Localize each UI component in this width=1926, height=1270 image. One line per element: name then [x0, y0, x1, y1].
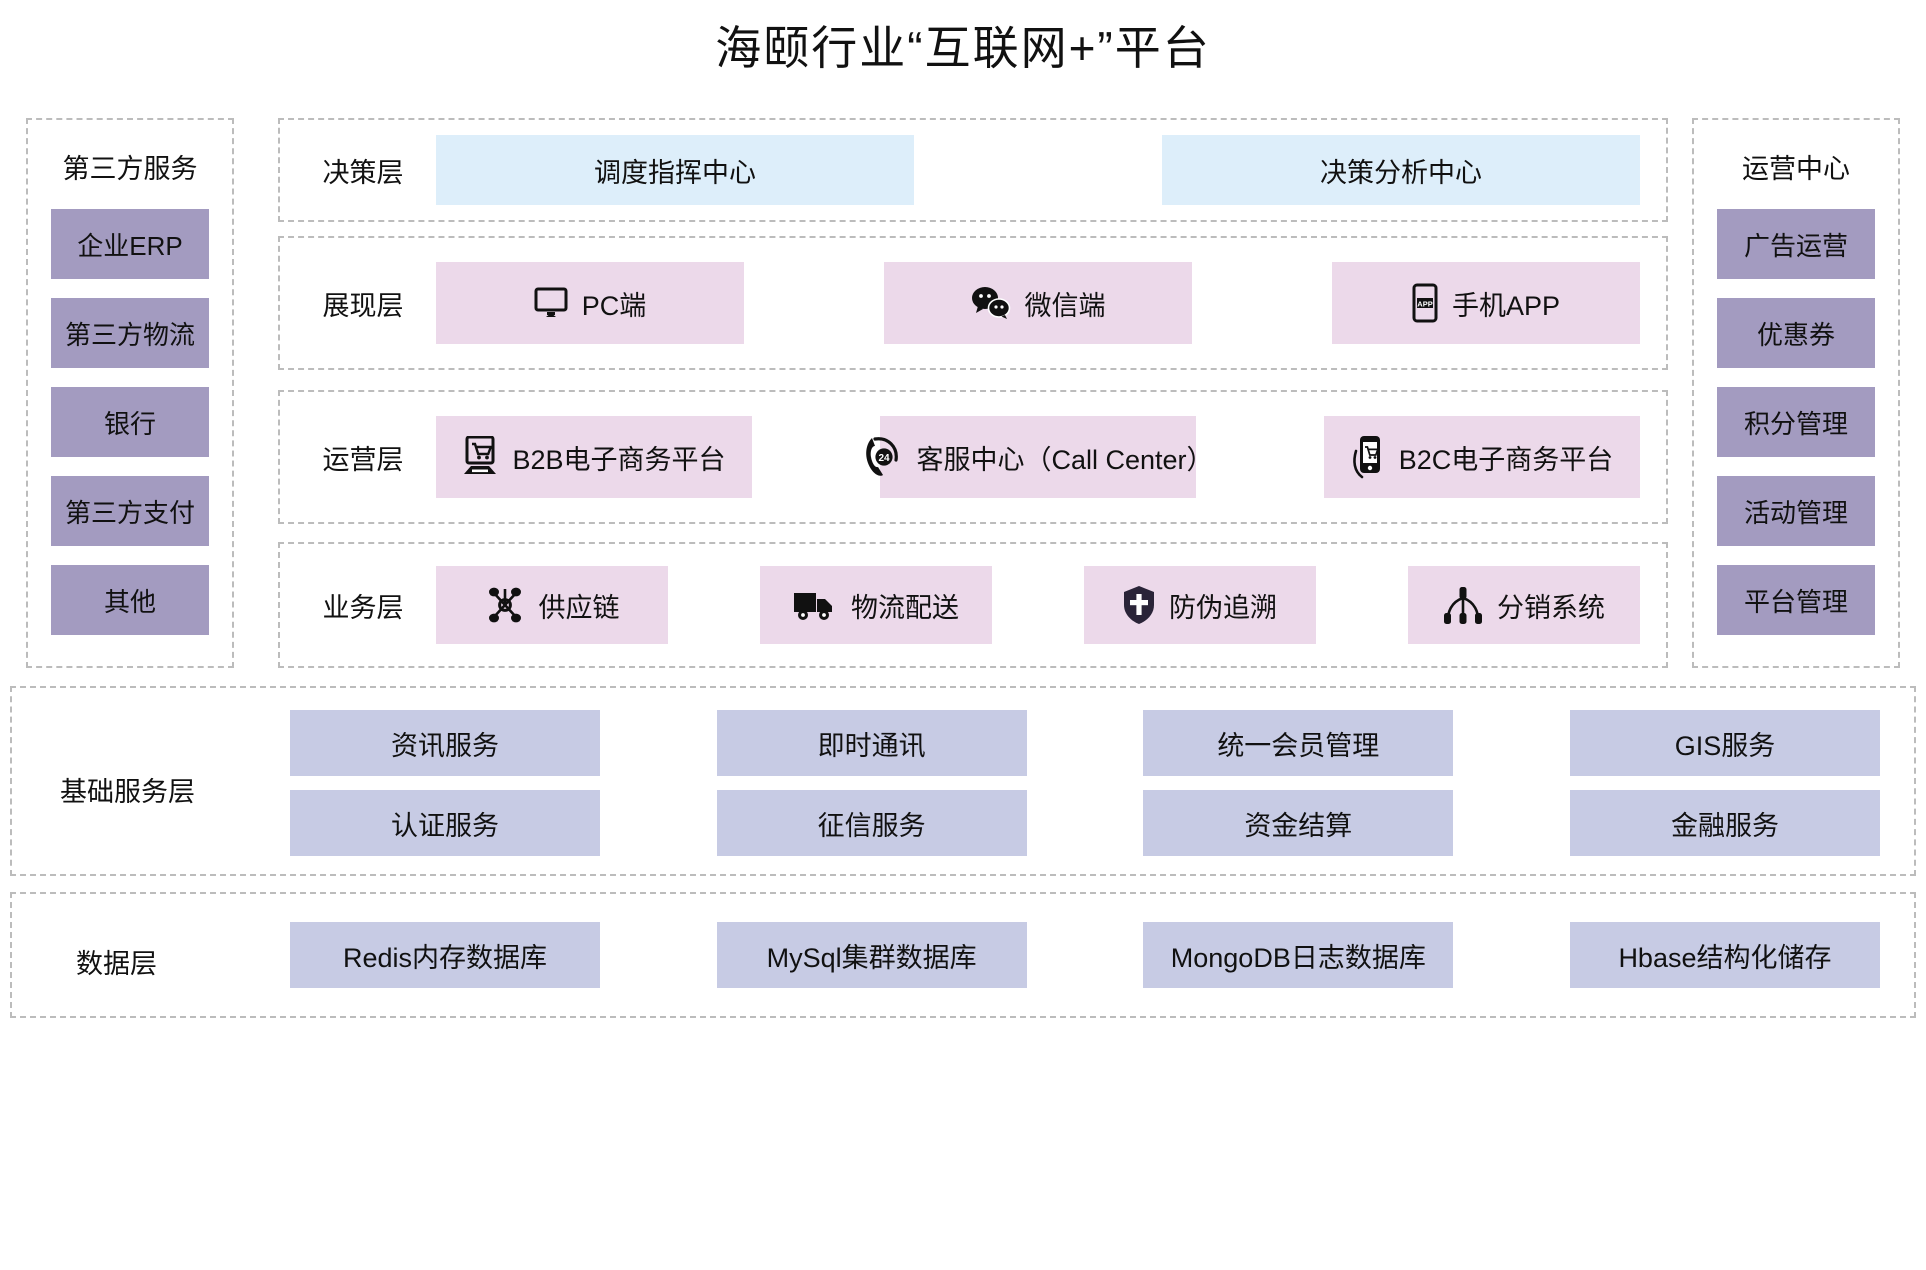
business-item-anti-counterfeit[interactable]: 防伪追溯 [1084, 566, 1316, 644]
operation-item-b2c-label: B2C电子商务平台 [1398, 444, 1614, 475]
supply-chain-network-icon [485, 585, 525, 625]
business-layer-label: 业务层 [322, 592, 404, 623]
decision-item-analysis-center[interactable]: 决策分析中心 [1162, 135, 1640, 205]
base-service-item-finance[interactable]: 金融服务 [1569, 790, 1880, 856]
operation-center-item-advertising[interactable]: 广告运营 [1717, 209, 1875, 279]
business-item-supply-chain[interactable]: 供应链 [436, 566, 668, 644]
decision-item-dispatch-center[interactable]: 调度指挥中心 [436, 135, 914, 205]
operation-layer-label: 运营层 [322, 444, 404, 475]
base-service-item-gis[interactable]: GIS服务 [1569, 710, 1880, 776]
business-item-distribution-label: 分销系统 [1497, 592, 1605, 623]
base-service-item-news[interactable]: 资讯服务 [290, 710, 600, 776]
decision-item-dispatch-center-label: 调度指挥中心 [594, 157, 756, 188]
third-party-item-payment[interactable]: 第三方支付 [51, 476, 209, 546]
operation-center-heading: 运营中心 [1742, 154, 1850, 184]
phone-24h-icon: 24 [862, 436, 902, 478]
presentation-layer-panel: 展现层 PC端 [278, 236, 1668, 370]
third-party-item-bank[interactable]: 银行 [51, 387, 209, 457]
business-item-supply-chain-label: 供应链 [538, 592, 620, 623]
operation-center-item-platform[interactable]: 平台管理 [1717, 565, 1875, 635]
operation-item-b2b-label: B2B电子商务平台 [512, 444, 726, 475]
base-service-item-settlement[interactable]: 资金结算 [1143, 790, 1454, 856]
decision-layer-label: 决策层 [322, 157, 404, 188]
page-title: 海颐行业“互联网+”平台 [715, 22, 1211, 74]
base-service-row-1: 资讯服务 即时通讯 统一会员管理 GIS服务 [290, 710, 1880, 776]
operation-center-item-campaign[interactable]: 活动管理 [1717, 476, 1875, 546]
base-service-item-credit[interactable]: 征信服务 [716, 790, 1027, 856]
presentation-layer-label: 展现层 [322, 290, 404, 321]
decision-item-analysis-center-label: 决策分析中心 [1320, 157, 1482, 188]
presentation-item-wechat-label: 微信端 [1024, 290, 1106, 321]
data-layer-row-1: Redis内存数据库 MySql集群数据库 MongoDB日志数据库 Hbase… [290, 922, 1880, 988]
presentation-item-pc[interactable]: PC端 [436, 262, 744, 344]
operation-center-item-coupon[interactable]: 优惠券 [1717, 298, 1875, 368]
base-service-item-authentication[interactable]: 认证服务 [290, 790, 600, 856]
distribution-tree-icon [1443, 586, 1483, 624]
business-item-logistics-delivery-label: 物流配送 [851, 592, 959, 623]
shopping-cart-computer-icon [462, 436, 498, 478]
presentation-item-mobile-app[interactable]: APP 手机APP [1332, 262, 1640, 344]
operation-item-call-center[interactable]: 24 客服中心（Call Center） [866, 416, 1214, 498]
operation-layer-panel: 运营层 B2B电子商务平台 24 [278, 390, 1668, 524]
mobile-shopping-icon [1351, 435, 1385, 479]
business-layer-panel: 业务层 供应链 [278, 542, 1668, 668]
data-layer-item-redis[interactable]: Redis内存数据库 [290, 922, 600, 988]
delivery-truck-icon [793, 589, 837, 621]
shield-icon [1123, 585, 1155, 625]
data-layer-item-mysql[interactable]: MySql集群数据库 [716, 922, 1027, 988]
business-item-logistics-delivery[interactable]: 物流配送 [760, 566, 992, 644]
third-party-item-logistics[interactable]: 第三方物流 [51, 298, 209, 368]
third-party-item-enterprise-erp[interactable]: 企业ERP [51, 209, 209, 279]
operation-item-b2c[interactable]: B2C电子商务平台 [1324, 416, 1640, 498]
svg-text:24: 24 [879, 453, 891, 464]
wechat-icon [971, 286, 1011, 320]
base-service-layer-panel: 基础服务层 资讯服务 即时通讯 统一会员管理 GIS服务 认证服务 征信服务 资… [10, 686, 1916, 876]
third-party-services-heading: 第三方服务 [62, 154, 198, 184]
operation-center-item-points[interactable]: 积分管理 [1717, 387, 1875, 457]
base-service-item-instant-messaging[interactable]: 即时通讯 [716, 710, 1027, 776]
decision-layer-panel: 决策层 调度指挥中心 决策分析中心 [278, 118, 1668, 222]
business-item-distribution[interactable]: 分销系统 [1408, 566, 1640, 644]
third-party-services-panel: 第三方服务 企业ERP 第三方物流 银行 第三方支付 其他 [26, 118, 234, 668]
data-layer-panel: 数据层 Redis内存数据库 MySql集群数据库 MongoDB日志数据库 H… [10, 892, 1916, 1018]
third-party-item-other[interactable]: 其他 [51, 565, 209, 635]
presentation-item-pc-label: PC端 [581, 290, 647, 321]
presentation-item-mobile-app-label: 手机APP [1451, 290, 1561, 321]
operation-item-call-center-label: 客服中心（Call Center） [916, 444, 1214, 475]
base-service-layer-label: 基础服务层 [60, 777, 195, 807]
base-service-row-2: 认证服务 征信服务 资金结算 金融服务 [290, 790, 1880, 856]
data-layer-label: 数据层 [76, 949, 157, 979]
data-layer-item-mongodb[interactable]: MongoDB日志数据库 [1143, 922, 1454, 988]
presentation-item-wechat[interactable]: 微信端 [884, 262, 1192, 344]
operation-item-b2b[interactable]: B2B电子商务平台 [436, 416, 752, 498]
data-layer-item-hbase[interactable]: Hbase结构化储存 [1569, 922, 1880, 988]
mobile-app-icon: APP [1412, 283, 1438, 323]
base-service-item-unified-member[interactable]: 统一会员管理 [1143, 710, 1454, 776]
business-item-anti-counterfeit-label: 防伪追溯 [1169, 592, 1277, 623]
svg-text:APP: APP [1417, 300, 1432, 309]
monitor-icon [534, 287, 568, 319]
operation-center-panel: 运营中心 广告运营 优惠券 积分管理 活动管理 平台管理 [1692, 118, 1900, 668]
